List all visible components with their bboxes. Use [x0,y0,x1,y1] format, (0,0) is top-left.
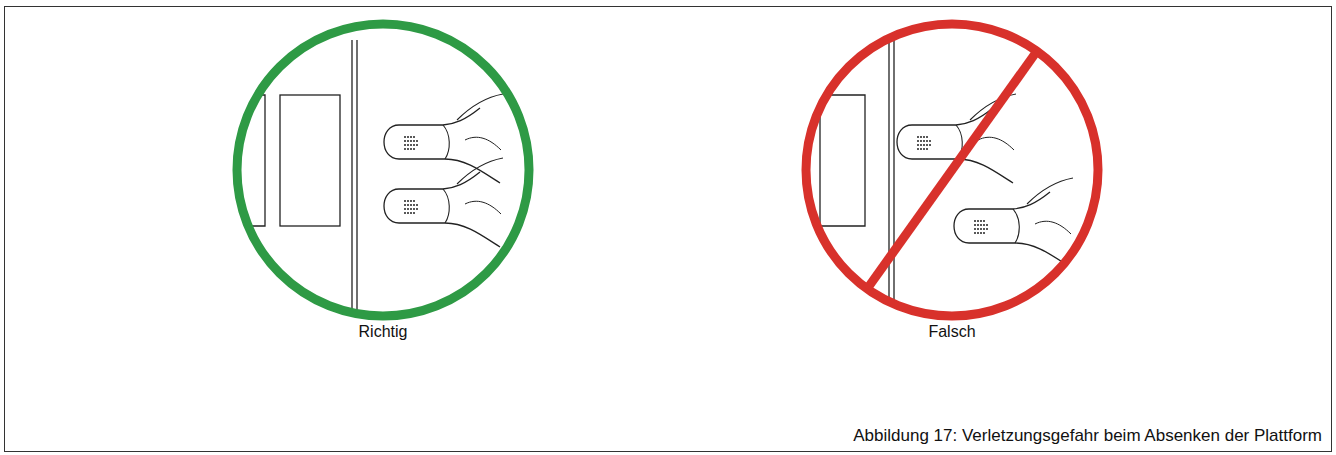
wrong-scene [780,40,1073,310]
circle-label: Falsch [928,322,975,341]
wrong-circle [806,24,1098,316]
figure-caption: Abbildung 17: Verletzungsgefahr beim Abs… [853,426,1322,446]
figure-frame [5,7,1332,452]
correct-scene [200,40,503,310]
circle-label: Richtig [359,322,408,341]
prohibition-slash [867,51,1037,289]
correct-circle [237,24,529,316]
